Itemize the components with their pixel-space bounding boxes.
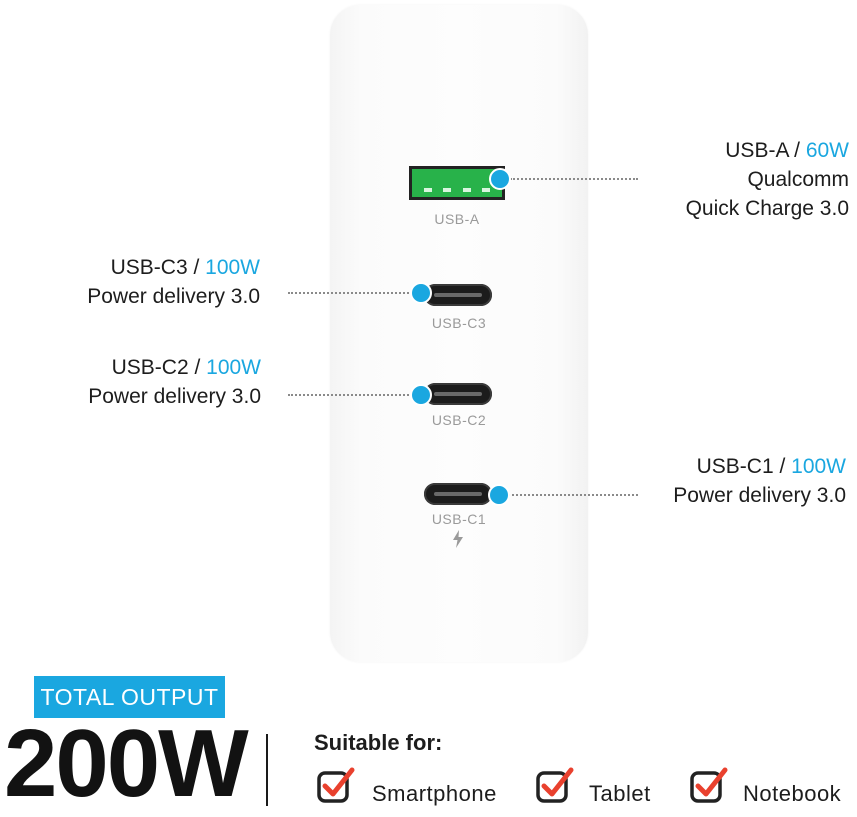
charger-body xyxy=(330,5,588,662)
usb-c2-callout-line2: Power delivery 3.0 xyxy=(88,385,261,408)
usb-c2-leader-line xyxy=(288,394,416,396)
usb-c2-callout-power: 100W xyxy=(206,356,261,379)
usb-a-callout-power: 60W xyxy=(805,139,849,162)
usb-c3-leader-line xyxy=(288,292,416,294)
usb-c3-port xyxy=(424,284,492,306)
usb-a-callout: USB-A / 60W Qualcomm Quick Charge 3.0 xyxy=(686,136,849,223)
usb-a-callout-title: USB-A / 60W xyxy=(686,136,849,165)
usb-a-leader-line xyxy=(510,178,638,180)
usb-c3-marker-dot xyxy=(410,282,432,304)
usb-a-callout-line3: Quick Charge 3.0 xyxy=(685,197,849,220)
usb-c1-port xyxy=(424,483,492,505)
usb-c3-callout-title: USB-C3 / 100W xyxy=(87,253,260,282)
usb-c1-port-label: USB-C1 xyxy=(431,511,487,527)
device-label-tablet: Tablet xyxy=(589,781,651,806)
device-label-notebook: Notebook xyxy=(743,781,842,806)
usb-c3-callout-line2: Power delivery 3.0 xyxy=(87,285,260,308)
suitable-for-title: Suitable for: xyxy=(314,730,443,755)
checkbox-checked-icon xyxy=(536,767,574,803)
usb-c1-callout-title: USB-C1 / 100W xyxy=(673,452,846,481)
usb-c1-callout-line2: Power delivery 3.0 xyxy=(673,484,846,507)
usb-c3-callout: USB-C3 / 100W Power delivery 3.0 xyxy=(87,253,260,311)
usb-a-marker-dot xyxy=(489,168,511,190)
usb-a-callout-name: USB-A / xyxy=(725,139,800,162)
usb-c1-callout-name: USB-C1 / xyxy=(696,455,786,478)
usb-c3-callout-power: 100W xyxy=(205,256,260,279)
usb-c1-callout: USB-C1 / 100W Power delivery 3.0 xyxy=(673,452,846,510)
usb-c2-callout: USB-C2 / 100W Power delivery 3.0 xyxy=(88,353,261,411)
divider xyxy=(266,734,268,806)
usb-c2-port-label: USB-C2 xyxy=(431,412,487,428)
total-output-badge: TOTAL OUTPUT xyxy=(34,676,225,718)
total-output-value: 200W xyxy=(4,710,249,817)
checkbox-checked-icon xyxy=(317,767,355,803)
usb-c1-leader-line xyxy=(508,494,638,496)
device-label-smartphone: Smartphone xyxy=(372,781,497,806)
usb-c1-callout-power: 100W xyxy=(791,455,846,478)
usb-c3-port-label: USB-C3 xyxy=(431,315,487,331)
usb-c2-callout-title: USB-C2 / 100W xyxy=(88,353,261,382)
usb-c1-marker-dot xyxy=(488,484,510,506)
usb-c2-callout-name: USB-C2 / xyxy=(111,356,201,379)
usb-c2-port xyxy=(424,383,492,405)
usb-c2-marker-dot xyxy=(410,384,432,406)
usb-a-callout-line2: Qualcomm xyxy=(747,168,849,191)
usb-c3-callout-name: USB-C3 / xyxy=(110,256,200,279)
checkbox-checked-icon xyxy=(690,767,728,803)
lightning-bolt-icon xyxy=(453,530,463,548)
usb-a-port-label: USB-A xyxy=(434,211,480,227)
